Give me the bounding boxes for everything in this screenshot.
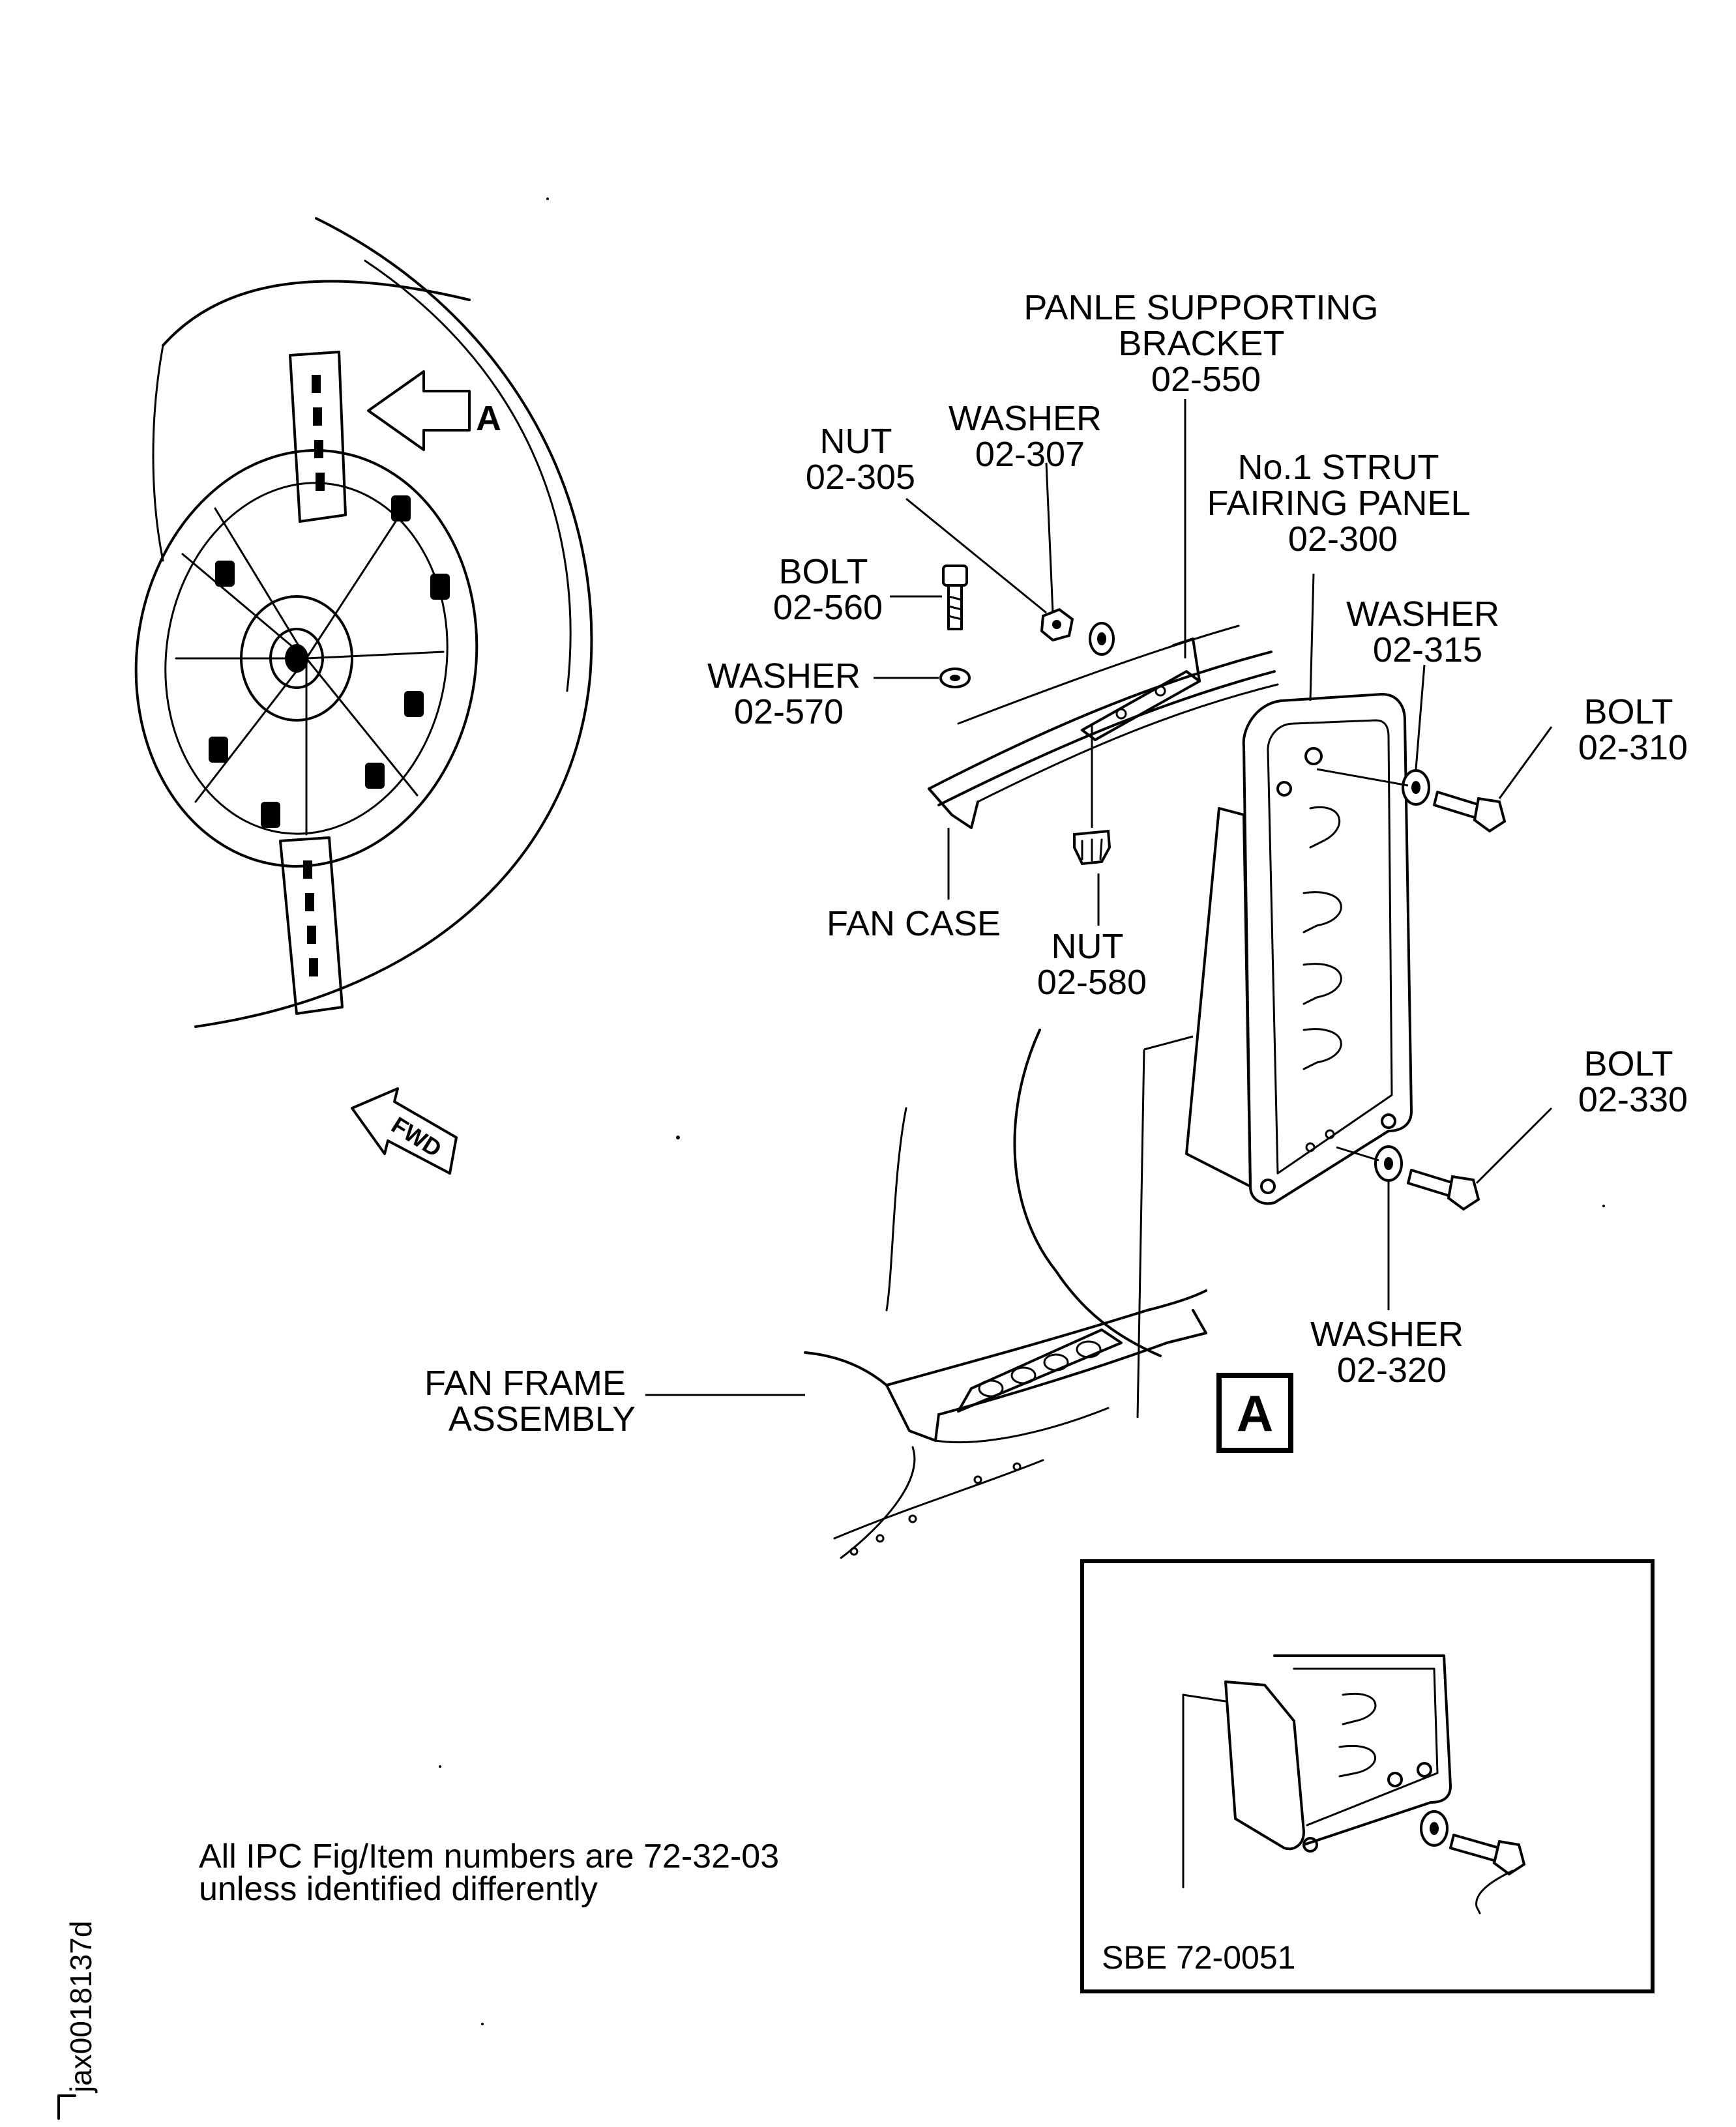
part-labels: PANLE SUPPORTING BRACKET 02-550 WASHER 0… xyxy=(424,288,1688,1439)
panel-supporting-bracket xyxy=(1081,638,1201,741)
specks xyxy=(439,198,1605,2025)
label-nut-02-580: NUT 02-580 xyxy=(1037,927,1147,1002)
engine-front-view: A xyxy=(134,217,593,1028)
fan-frame-assembly xyxy=(804,1029,1207,1559)
bolt-02-330 xyxy=(1407,1169,1480,1211)
bolt-02-310 xyxy=(1433,791,1507,833)
label-bolt-02-310: BOLT 02-310 xyxy=(1578,692,1688,767)
view-a-arrow-icon xyxy=(367,370,471,451)
figure-id: jax0018137d xyxy=(57,1921,98,2120)
label-fan-case: FAN CASE xyxy=(827,904,1001,943)
label-washer-02-570: WASHER 02-570 xyxy=(707,656,870,731)
label-washer-02-320: WASHER 02-320 xyxy=(1310,1315,1473,1390)
view-a-box-label: A xyxy=(1237,1385,1273,1442)
ipc-note: All IPC Fig/Item numbers are 72-32-03 un… xyxy=(199,1838,789,1908)
leader-lines xyxy=(645,399,1553,1396)
inset-caption: SBE 72-0051 xyxy=(1102,1939,1295,1976)
label-fan-frame-assembly: FAN FRAME ASSEMBLY xyxy=(424,1364,636,1439)
label-fairing-panel: No.1 STRUT FAIRING PANEL 02-300 xyxy=(1207,448,1479,559)
bolt-02-560 xyxy=(942,565,968,630)
fan-case xyxy=(928,624,1279,829)
label-bolt-02-330: BOLT 02-330 xyxy=(1578,1044,1688,1119)
label-washer-02-307: WASHER 02-307 xyxy=(949,399,1111,474)
fwd-arrow: FWD xyxy=(351,1087,458,1175)
strut-fairing-panel xyxy=(1185,693,1413,1205)
nut-02-580 xyxy=(1073,829,1111,866)
label-nut-02-305: NUT 02-305 xyxy=(806,422,915,497)
label-washer-02-315: WASHER 02-315 xyxy=(1346,594,1509,669)
view-a-arrow-label: A xyxy=(476,399,501,438)
view-a-box: A xyxy=(1216,1373,1293,1453)
label-bracket: PANLE SUPPORTING BRACKET 02-550 xyxy=(1023,288,1388,399)
figure-id-label: jax0018137d xyxy=(64,1921,98,2094)
sbe-inset: SBE 72-0051 xyxy=(1080,1559,1655,1993)
label-bolt-02-560: BOLT 02-560 xyxy=(773,552,883,627)
nut-02-305 xyxy=(1040,608,1074,642)
